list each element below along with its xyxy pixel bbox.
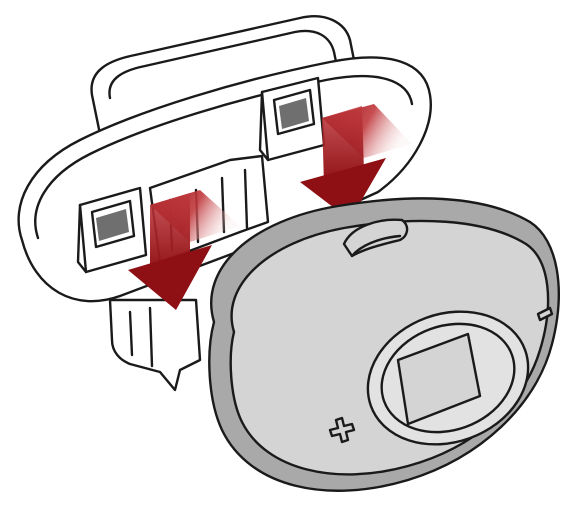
right-clip-slot — [258, 76, 326, 162]
main-unit — [208, 197, 560, 492]
minus-icon — [536, 306, 554, 322]
left-insert-arrow — [128, 190, 240, 310]
display-window — [396, 332, 482, 426]
plate-stem — [108, 298, 202, 392]
plate-stem-rib — [128, 306, 154, 368]
plus-icon — [328, 416, 356, 444]
plate-tongue-inner — [108, 29, 354, 142]
left-clip-slot — [76, 186, 148, 274]
right-insert-arrow — [300, 104, 412, 220]
plate-oval-inner — [34, 74, 414, 240]
top-button — [342, 218, 409, 258]
